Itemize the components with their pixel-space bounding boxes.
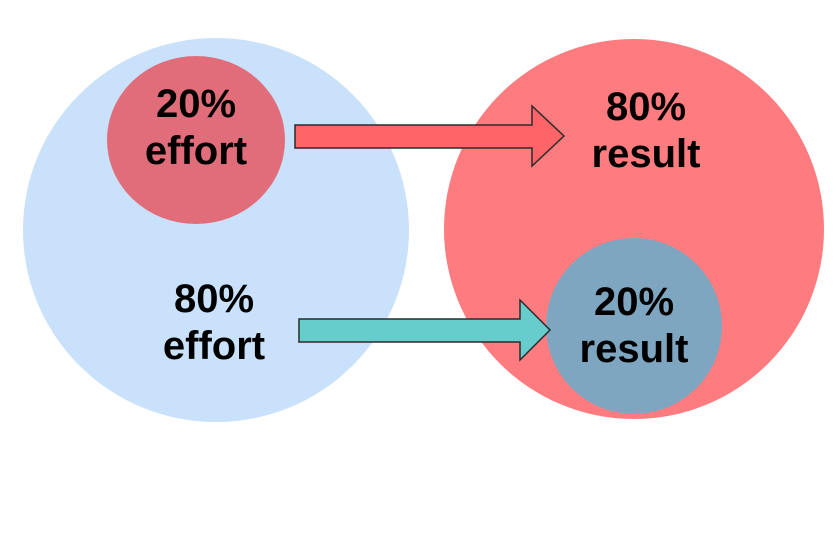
large-result-word: result <box>591 132 701 176</box>
arrow-effort-to-result-bottom <box>298 298 552 362</box>
small-effort-percent: 20% <box>155 82 237 126</box>
small-effort-label: 20% effort <box>86 81 306 175</box>
large-effort-percent: 80% <box>173 277 255 321</box>
small-effort-circle <box>107 56 285 224</box>
large-effort-word: effort <box>162 324 266 368</box>
small-result-percent: 20% <box>593 280 675 324</box>
small-result-circle <box>546 238 722 414</box>
large-result-label: 80% result <box>536 84 756 178</box>
arrow-effort-to-result-top <box>294 104 566 168</box>
small-effort-word: effort <box>144 129 248 173</box>
large-effort-label: 80% effort <box>104 276 324 370</box>
small-result-label: 20% result <box>524 279 744 373</box>
large-result-percent: 80% <box>605 85 687 129</box>
small-result-word: result <box>579 327 689 371</box>
